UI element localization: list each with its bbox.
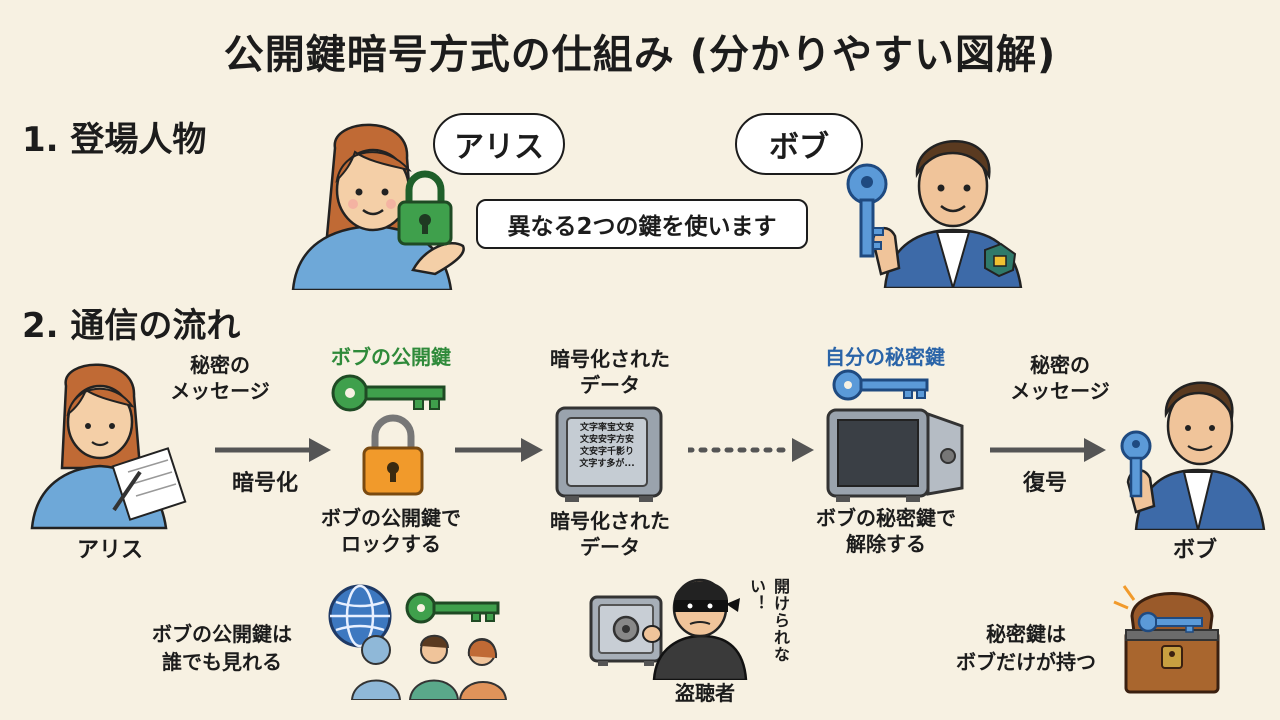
safe-screen-line: 文字率宝文安	[579, 423, 634, 433]
green-padlock-icon	[397, 170, 453, 246]
eavesdropper-thief-illustration	[642, 578, 748, 680]
globe-icon	[328, 584, 392, 648]
bob-secret-message-label: 秘密の メッセージ	[1010, 353, 1110, 403]
public-key-visible-note: ボブの公開鍵は 誰でも見れる	[152, 622, 292, 674]
blue-key-icon-small	[1120, 430, 1152, 498]
alice-name-label: アリス	[76, 538, 143, 563]
safe-screen-text: 文字率宝文安 文安安字方安 文安字千影り 文字す多が...	[567, 422, 647, 470]
treasure-chest-icon	[1113, 585, 1220, 694]
alice-speech-bubble: アリス	[433, 113, 565, 175]
blue-key-icon-large	[846, 163, 888, 258]
encrypt-label: 暗号化	[231, 471, 298, 496]
open-safe-icon	[826, 408, 964, 502]
decrypt-label: 復号	[1022, 471, 1067, 496]
lock-with-public-key-caption: ボブの公開鍵で ロックする	[321, 506, 461, 556]
bob-name-label: ボブ	[1172, 538, 1217, 563]
public-key-title: ボブの公開鍵	[331, 345, 451, 369]
eavesdropper-label: 盗聴者	[675, 681, 735, 705]
two-keys-note: 異なる2つの鍵を使います	[476, 199, 808, 249]
alice-writing-illustration	[30, 363, 187, 530]
safe-screen-line: 文安字千影り	[579, 447, 634, 457]
bob-character-small	[1126, 381, 1266, 530]
encrypted-data-label-top: 暗号化された データ	[550, 347, 670, 397]
private-key-title: 自分の秘密鍵	[825, 345, 945, 369]
flow-arrow-1	[215, 438, 331, 462]
private-key-owner-note: 秘密鍵は ボブだけが持つ	[956, 622, 1096, 674]
flow-arrow-2	[455, 438, 543, 462]
cannot-open-speech: 開けられない！	[747, 578, 790, 663]
flow-arrow-dotted	[688, 438, 814, 462]
safe-screen-line: 文安安字方安	[579, 435, 634, 445]
unlock-with-private-key-caption: ボブの秘密鍵で 解除する	[816, 506, 956, 556]
crowd-of-people-illustration	[350, 634, 508, 700]
encrypted-safe-icon	[555, 406, 663, 502]
encrypted-data-label-bottom: 暗号化された データ	[550, 509, 670, 559]
green-public-key-icon	[331, 374, 446, 412]
section-heading-characters: 1. 登場人物	[22, 120, 207, 160]
green-key-icon-small	[405, 592, 500, 624]
page-title: 公開鍵暗号方式の仕組み (分かりやすい図解)	[223, 32, 1057, 78]
bob-character-large	[871, 140, 1023, 288]
section-heading-flow: 2. 通信の流れ	[22, 306, 241, 346]
safe-screen-line: 文字す多が...	[579, 459, 635, 469]
alice-character-large	[291, 123, 465, 290]
flow-arrow-4	[990, 438, 1106, 462]
alice-secret-message-label: 秘密の メッセージ	[170, 353, 270, 403]
bob-speech-bubble: ボブ	[735, 113, 863, 175]
orange-padlock-icon	[362, 414, 424, 496]
blue-private-key-icon	[832, 369, 929, 401]
